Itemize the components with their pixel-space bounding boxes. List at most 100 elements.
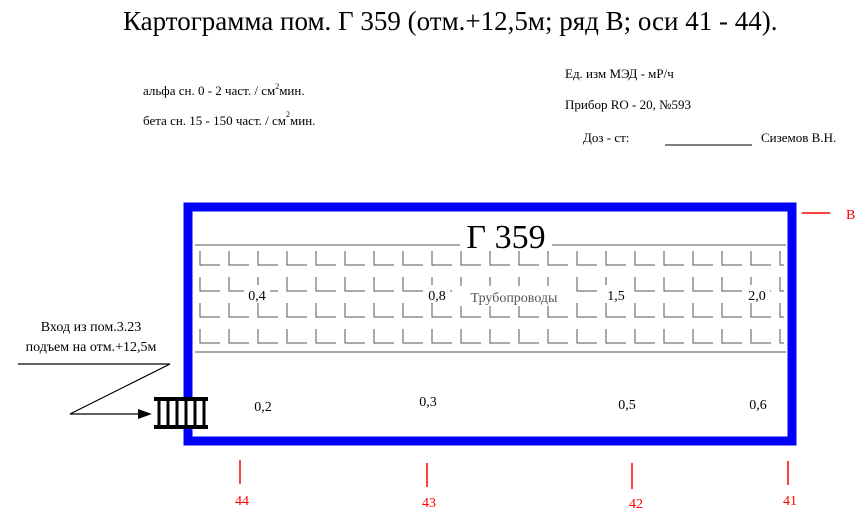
row-label: В [846,208,855,223]
hatch-mark [402,251,423,266]
pipe-reading-bg [424,285,450,303]
pipe-reading: 2,0 [748,289,766,304]
beta-legend: бета сн. 15 - 150 част. / см2мин. [143,110,315,128]
floor-reading: 0,6 [749,398,767,413]
hatch-mark [373,277,394,292]
hatch-mark [721,277,742,292]
pipe-readings: 0,4 0,8 1,5 2,0 [244,285,770,304]
hatch-mark [344,303,365,318]
floor-reading: 0,2 [254,400,272,415]
hatch-mark [489,251,510,266]
entrance-note-line1: Вход из пом.3.23 [41,320,141,335]
hatch-mark [315,277,336,292]
hatch-mark [228,329,249,344]
hatch-mark [460,329,481,344]
hatch-mark [634,251,655,266]
hatch-mark [431,329,452,344]
dosimetrist-label: Доз - ст: [583,130,629,145]
hatch-mark [228,303,249,318]
hatch-mark [199,303,220,318]
hatch-mark [228,251,249,266]
pipe-reading: 0,4 [248,289,266,304]
hatch-mark [634,277,655,292]
hatch-mark [315,303,336,318]
hatch-mark [402,303,423,318]
hatch-mark [460,251,481,266]
hatch-mark [286,277,307,292]
hatch-mark [373,329,394,344]
hatch-mark [721,329,742,344]
hatch-mark [721,303,742,318]
beta-legend-unit: мин. [290,113,315,128]
alpha-legend-unit: мин. [279,83,304,98]
axis-markers: 44 43 42 41 [235,460,797,512]
hatch-mark [257,329,278,344]
hatch-mark [344,277,365,292]
hatch-mark [750,251,771,266]
pipe-reading: 1,5 [607,289,625,304]
alpha-legend-text: альфа сн. 0 - 2 част. / см [143,83,275,98]
room-label-bg [460,219,552,251]
ladder-bg [154,397,208,429]
hatch-mark [431,303,452,318]
pipe-reading-bg [603,285,629,303]
hatch-mark [779,329,784,344]
floor-readings: 0,2 0,3 0,5 0,6 [254,395,767,415]
alpha-legend-sup: 2 [275,82,279,91]
hatch-mark [663,277,684,292]
entrance-leader-diagonal [69,363,171,415]
hatch-mark [315,251,336,266]
hatch-mark [518,303,539,318]
hatch-mark [199,277,220,292]
hatch-mark [692,277,713,292]
axis-label: 43 [422,496,436,510]
dosimetrist-name: Сиземов В.Н. [761,130,836,145]
hatch-mark [721,251,742,266]
axis-label: 44 [235,494,249,509]
hatch-mark [576,329,597,344]
units-info: Ед. изм МЭД - мР/ч [565,66,674,81]
floor-reading: 0,5 [618,398,636,413]
hatch-mark [518,251,539,266]
hatch-mark [692,303,713,318]
entrance-leader [18,363,171,419]
hatch-mark [257,303,278,318]
axis-label: 42 [629,497,643,510]
entrance-arrow-head [138,409,152,419]
hatch-mark [489,329,510,344]
hatch-mark [344,251,365,266]
hatch-mark [634,303,655,318]
hatch-mark [605,329,626,344]
hatch-mark [257,251,278,266]
hatch-mark [605,251,626,266]
hatch-mark [692,251,713,266]
hatch-mark [199,329,220,344]
entrance-note-line2: подъем на отм.+12,5м [26,340,157,355]
hatch-mark [228,277,249,292]
hatch-mark [779,303,784,318]
beta-legend-text: бета сн. 15 - 150 част. / см [143,113,286,128]
hatch-mark [373,303,394,318]
cartogram-title: Картограмма пом. Г 359 (отм.+12,5м; ряд … [123,6,777,36]
hatch-mark [576,303,597,318]
hatch-mark [692,329,713,344]
hatch-mark [431,251,452,266]
hatch-mark [518,329,539,344]
hatch-mark [489,303,510,318]
hatch-mark [547,251,568,266]
room-wall [183,202,797,446]
hatch-mark [634,329,655,344]
hatch-mark [750,329,771,344]
ladder-icon [154,397,208,429]
hatch-mark [663,329,684,344]
beta-legend-sup: 2 [286,110,290,119]
hatch-mark [779,277,784,292]
hatch-mark [402,277,423,292]
hatch-mark [286,303,307,318]
hatch-mark [663,251,684,266]
pipe-reading-bg [244,285,270,303]
room-label: Г 359 [466,219,545,256]
hatch-mark [344,329,365,344]
